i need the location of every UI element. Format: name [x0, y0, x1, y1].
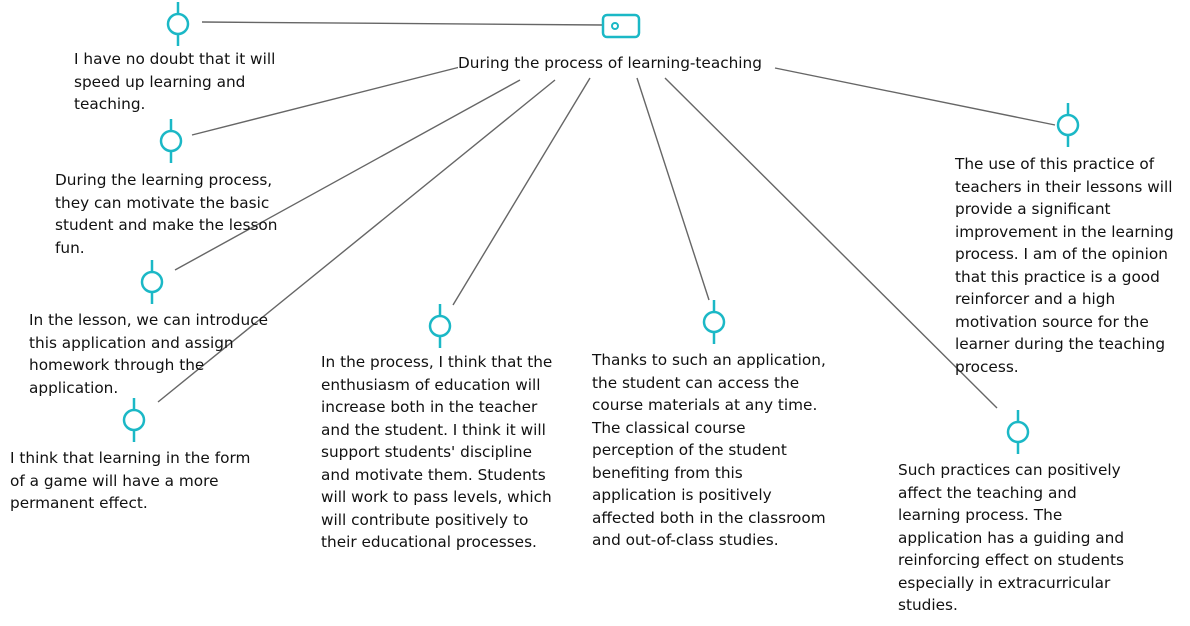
node-text-game: I think that learning in the form of a g… — [10, 449, 251, 512]
node-text-significant: The use of this practice of teachers in … — [955, 155, 1174, 376]
node-markers — [122, 2, 1080, 454]
connector-motivate — [191, 66, 461, 136]
connector-introduce — [174, 79, 521, 271]
connector-significant — [774, 67, 1056, 126]
node-marker-introduce — [140, 260, 164, 304]
root-topic-icon — [601, 13, 641, 39]
node-marker-speed-up — [166, 2, 190, 46]
connectors — [157, 21, 1056, 409]
central-topic: During the process of learning-teaching — [458, 53, 762, 73]
node-text-introduce: In the lesson, we can introduce this app… — [29, 311, 269, 397]
node-marker-motivate — [159, 119, 183, 163]
node-text-practices: Such practices can positively affect the… — [898, 461, 1125, 614]
node-text-enthusiasm: In the process, I think that the enthusi… — [321, 353, 553, 551]
connector-enthusiasm — [452, 77, 591, 306]
node-marker-game — [122, 398, 146, 442]
connector-practices — [664, 77, 998, 409]
node-text-speed-up: I have no doubt that it will speed up le… — [74, 50, 276, 113]
node-marker-access — [702, 300, 726, 344]
node-marker-significant — [1056, 103, 1080, 147]
node-text-motivate: During the learning process, they can mo… — [55, 171, 278, 257]
connector-game — [157, 79, 556, 403]
node-marker-practices — [1006, 410, 1030, 454]
node-text-access: Thanks to such an application, the stude… — [592, 351, 826, 549]
connector-root — [201, 21, 604, 26]
connector-access — [636, 77, 710, 301]
node-marker-enthusiasm — [428, 304, 452, 348]
